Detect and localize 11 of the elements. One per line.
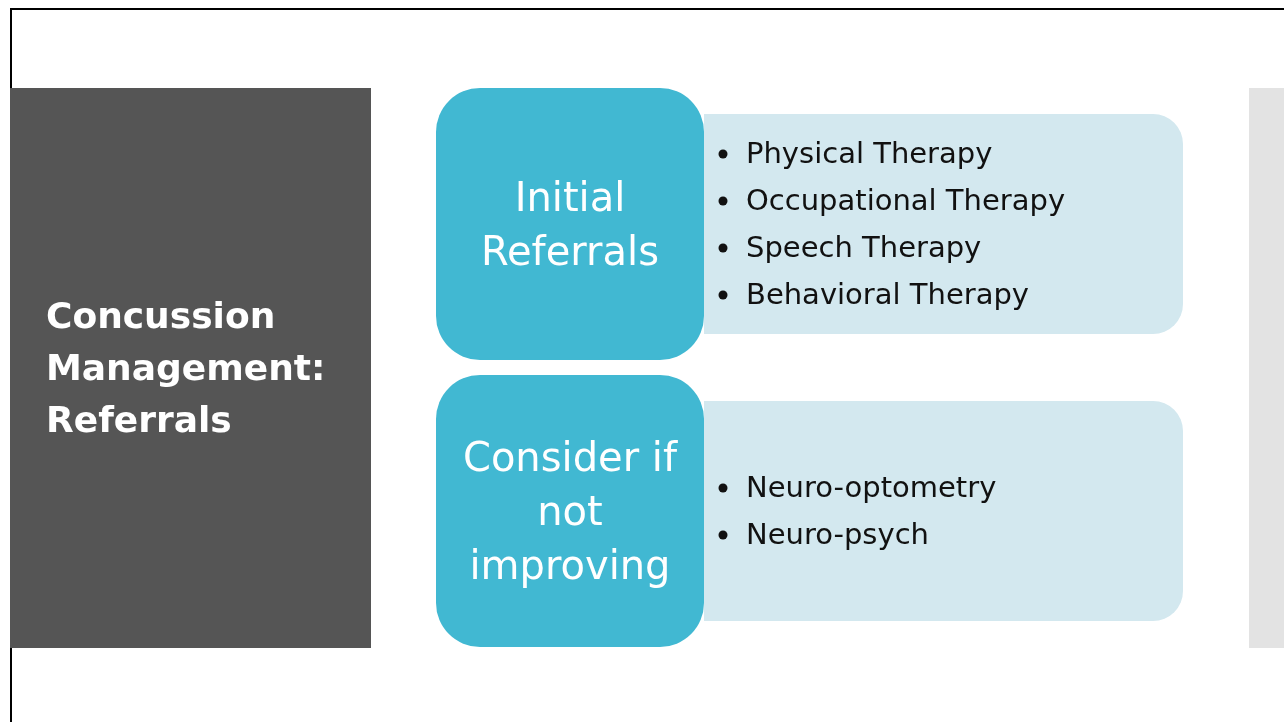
list-box bbox=[704, 114, 1183, 334]
category-box: Initial Referrals bbox=[436, 88, 704, 360]
list-item: Occupational Therapy bbox=[746, 182, 1066, 219]
list-item: Neuro-psych bbox=[746, 516, 929, 553]
list-box bbox=[704, 401, 1183, 621]
category-box: Consider if not improving bbox=[436, 375, 704, 647]
list-item: Speech Therapy bbox=[746, 229, 982, 266]
list-item: Neuro-optometry bbox=[746, 469, 997, 506]
list-item: Behavioral Therapy bbox=[746, 276, 1030, 313]
title-panel: Concussion Management: Referrals bbox=[10, 88, 371, 648]
list-item: Physical Therapy bbox=[746, 135, 993, 172]
